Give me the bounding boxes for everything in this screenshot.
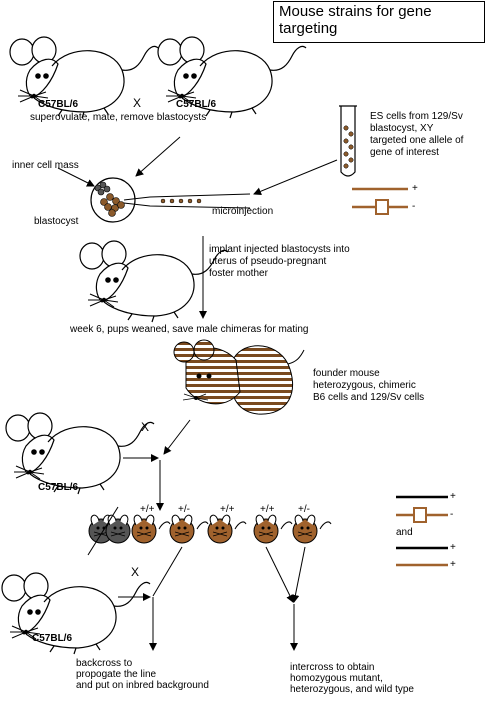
blastocyst (90, 177, 136, 223)
founder-chimera-mouse (173, 339, 305, 415)
arrow-intercross-left (265, 546, 294, 603)
label-backcross-2: propogate the line (76, 669, 157, 680)
label-cross-1: X (133, 96, 142, 110)
label-pup-genotype-1: +/+ (140, 504, 155, 515)
label-inner-cell-mass: inner cell mass (12, 160, 79, 171)
label-allele-minus-1: - (412, 201, 416, 212)
c57-mouse-bottom (1, 572, 151, 655)
allele-diagram-offspring (396, 495, 448, 567)
pup-brown-2 (169, 514, 195, 544)
label-allele-plus-3: + (450, 542, 456, 553)
arrow-es-to-pipette (253, 159, 338, 196)
label-pup-genotype-3: +/+ (220, 504, 235, 515)
label-cross-3: X (131, 565, 140, 579)
label-intercross-1: intercross to obtain (290, 662, 375, 673)
label-implant-1: implant injected blastocysts into (209, 244, 350, 255)
pup-brown-3 (207, 514, 233, 544)
es-cell-tube (339, 105, 357, 177)
label-intercross-3: heterozygous, and wild type (290, 684, 414, 695)
label-pup-genotype-2: +/- (178, 504, 190, 515)
label-cross-2: X (141, 420, 150, 434)
label-superovulate: superovulate, mate, remove blastocysts (30, 112, 207, 123)
label-microinjection: microinjection (212, 206, 274, 217)
diagram-title: Mouse strains for gene targeting (273, 1, 485, 43)
arrow-to-blastocyst (135, 136, 181, 177)
label-allele-plus-2: + (450, 491, 456, 502)
label-and: and (396, 527, 413, 538)
label-allele-plus-4: + (450, 559, 456, 570)
label-pup-genotype-5: +/- (298, 504, 310, 515)
arrow-pup-to-backcross (152, 546, 183, 597)
arrow-intercross-right (291, 546, 306, 603)
pup-brown-4 (253, 514, 279, 544)
foster-mother-mouse (79, 240, 229, 323)
label-parent-left: C57BL/6 (38, 99, 79, 110)
pup-brown-5 (292, 514, 318, 544)
pup-row (87, 506, 332, 556)
label-founder-3: B6 cells and 129/Sv cells (313, 392, 425, 403)
label-allele-minus-2: - (450, 509, 454, 520)
label-founder-2: heterozygous, chimeric (313, 380, 416, 391)
label-implant-3: foster mother (209, 268, 268, 279)
label-allele-plus-1: + (412, 183, 418, 194)
allele-diagram-targeted (352, 187, 408, 215)
label-week-6: week 6, pups weaned, save male chimeras … (70, 324, 309, 335)
label-pup-genotype-4: +/+ (260, 504, 275, 515)
label-es-cells-3: targeted one allele of (370, 135, 464, 146)
pup-gray-2 (105, 514, 131, 544)
pup-brown-1 (131, 514, 157, 544)
label-es-cells-2: blastocyst, XY (370, 123, 434, 134)
arrow-inner-cell-mass (57, 167, 95, 187)
c57-mouse-middle (5, 412, 155, 495)
label-founder-1: founder mouse (313, 368, 380, 379)
label-blastocyst: blastocyst (34, 216, 79, 227)
label-es-cells-4: gene of interest (370, 147, 439, 158)
label-implant-2: uterus of pseudo-pregnant (209, 256, 327, 267)
arrow-founder-down (163, 419, 191, 455)
micropipette (123, 193, 251, 209)
label-backcross-1: backcross to (76, 658, 133, 669)
label-backcross-3: and put on inbred background (76, 680, 209, 691)
label-es-cells-1: ES cells from 129/Sv (370, 111, 463, 122)
label-c57-middle: C57BL/6 (38, 482, 79, 493)
label-c57-bottom: C57BL/6 (32, 633, 73, 644)
label-intercross-2: homozygous mutant, (290, 673, 383, 684)
label-parent-right: C57BL/6 (176, 99, 217, 110)
